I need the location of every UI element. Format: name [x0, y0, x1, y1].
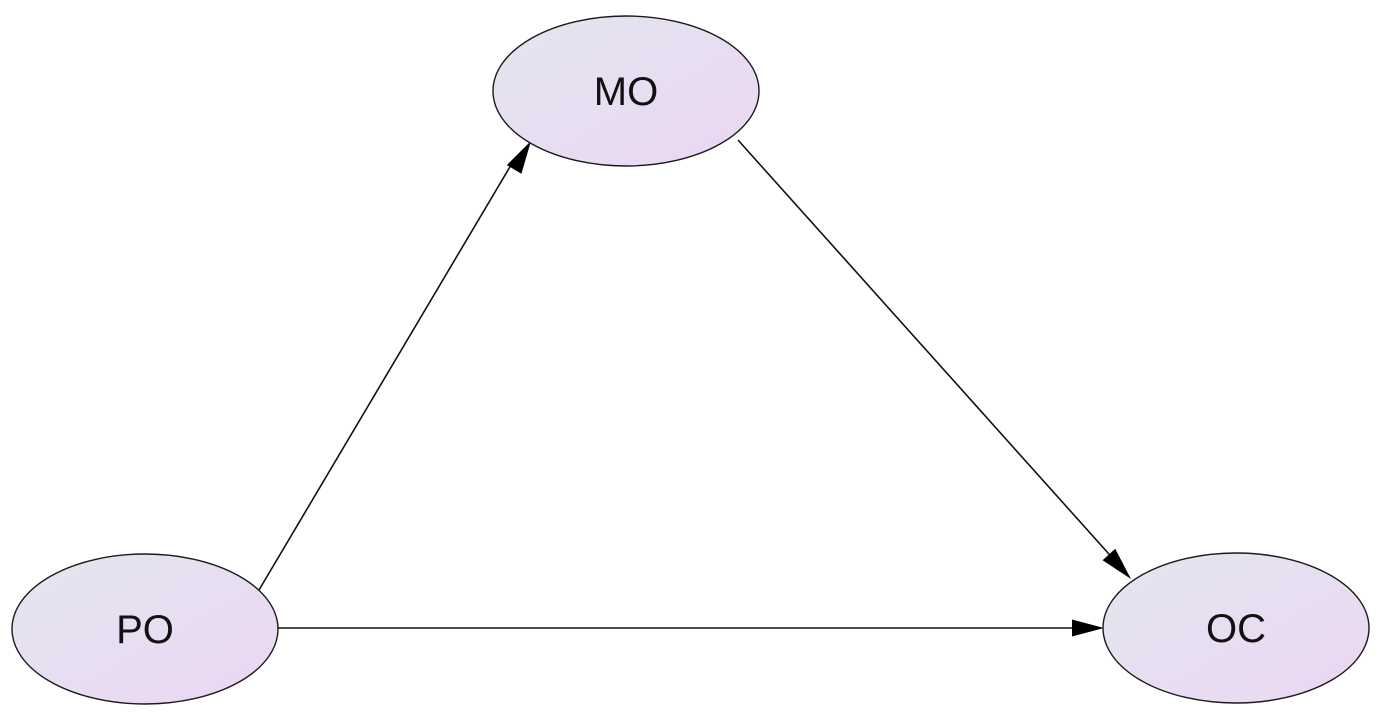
- edge-po-to-mo: [258, 141, 531, 591]
- node-label-oc: OC: [1206, 607, 1266, 651]
- node-label-mo: MO: [594, 70, 658, 114]
- node-po[interactable]: PO: [11, 553, 279, 705]
- edges: [258, 139, 1131, 637]
- node-mo[interactable]: MO: [492, 15, 760, 167]
- edge-mo-to-oc: [737, 139, 1131, 579]
- node-oc[interactable]: OC: [1102, 552, 1370, 704]
- arrow-head-mo-oc: [1102, 548, 1131, 579]
- arrow-head-po-mo: [506, 141, 531, 174]
- edge-po-to-oc: [278, 619, 1104, 637]
- node-label-po: PO: [116, 608, 174, 652]
- arrow-head-po-oc: [1072, 619, 1104, 637]
